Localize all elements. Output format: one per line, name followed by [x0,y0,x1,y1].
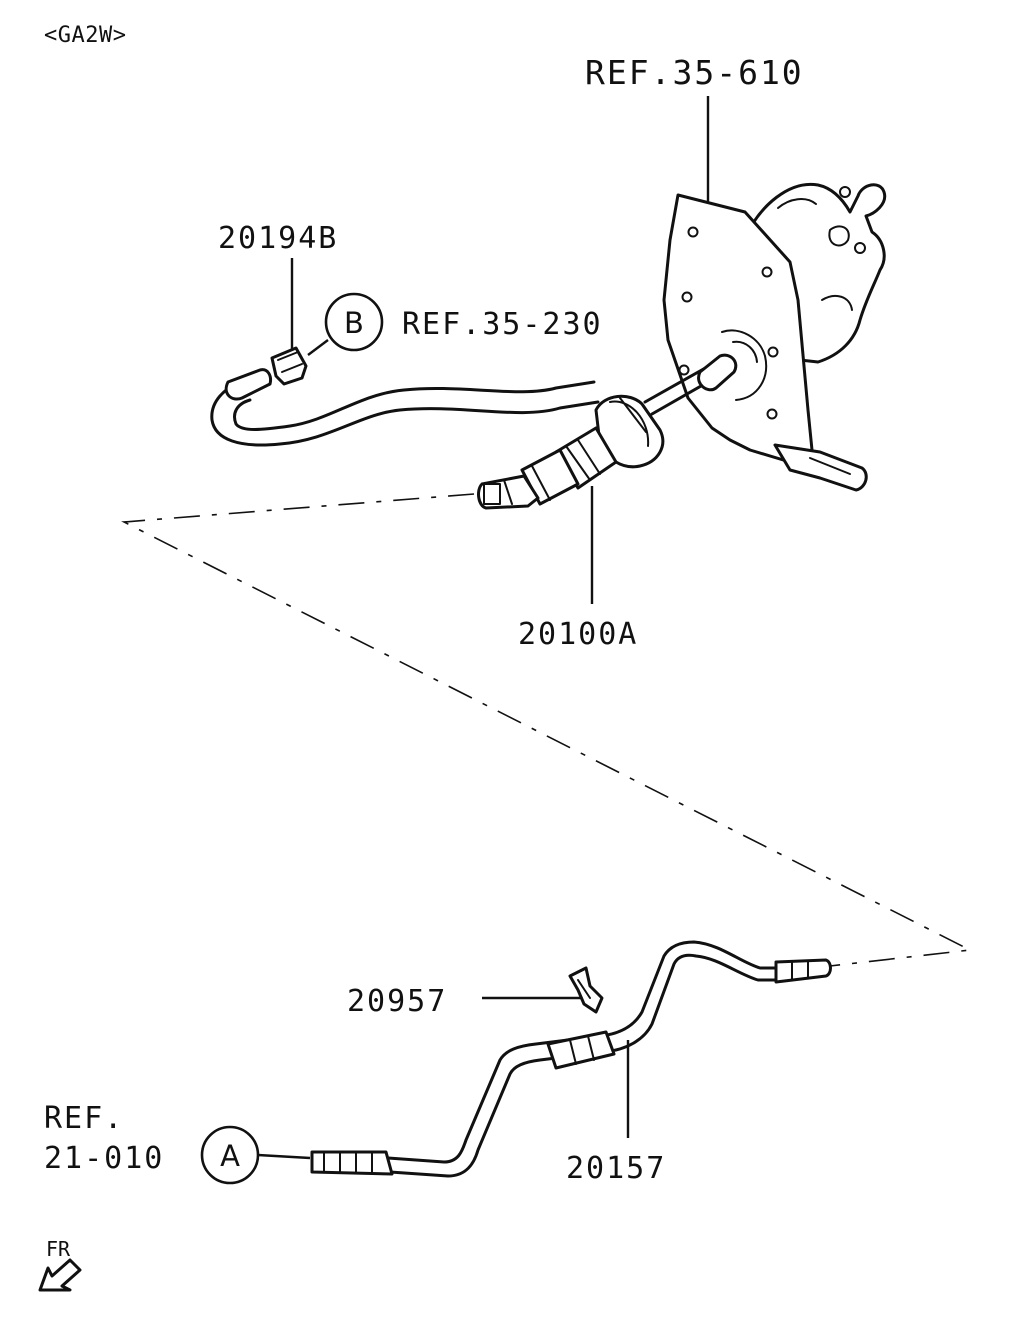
reservoir-hose [210,368,600,447]
hose-fitting-20194b [270,346,308,386]
clutch-pipe-20157 [310,940,832,1178]
master-cylinder-20100a [477,353,738,510]
callout-b-letter: B [344,306,364,340]
part-20957-label: 20957 [347,984,447,1019]
leader-callout-b [307,339,329,356]
connection-dashed-line [121,493,973,967]
callout-a-letter: A [220,1139,240,1173]
callout-b-circle [324,292,384,352]
ref-b-label: REF.35-230 [402,307,603,342]
leader-callout-a [257,1153,311,1160]
ref-a-label-line1: REF. [44,1101,124,1136]
part-20194b-label: 20194B [218,221,338,256]
ref-booster-label: REF.35-610 [585,53,804,92]
variant-label: <GA2W> [44,23,126,48]
part-20157-label: 20157 [566,1151,666,1186]
part-20100a-label: 20100A [518,617,638,652]
direction-label: FR [46,1237,71,1261]
ref-a-label-line2: 21-010 [44,1141,164,1176]
front-direction-arrow-icon [38,1258,82,1292]
brake-booster-assembly [662,182,887,492]
pipe-clip-20957 [568,966,604,1014]
